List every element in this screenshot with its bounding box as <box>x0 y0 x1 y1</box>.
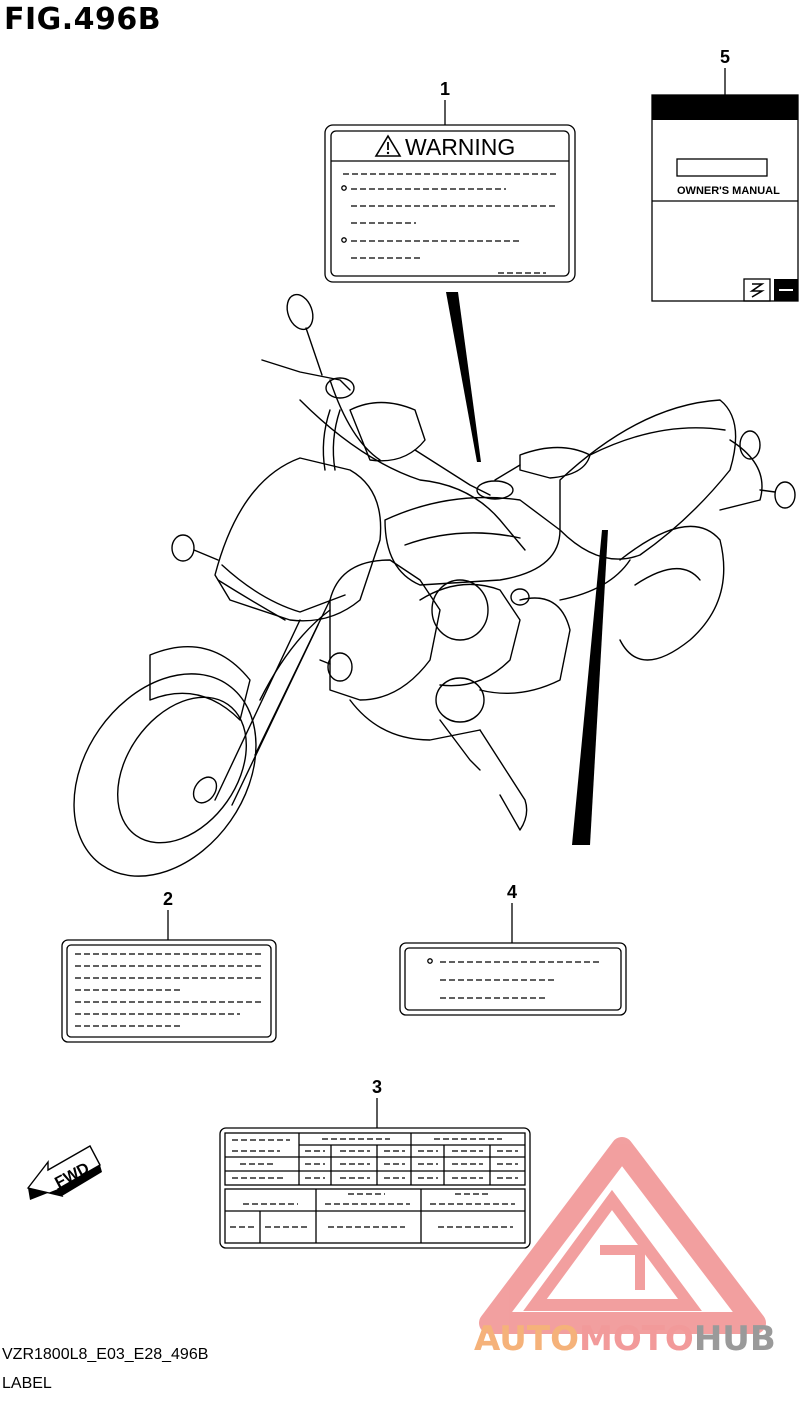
motorcycle-illustration <box>73 293 796 877</box>
figure-code: VZR1800L8_E03_E28_496B <box>2 1346 209 1363</box>
callout-1: 1 <box>440 79 450 99</box>
fwd-arrow-icon: FWD <box>26 1145 102 1200</box>
suzuki-logo-icon <box>743 278 771 302</box>
warning-label: WARNING <box>324 124 576 283</box>
warning-triangle-icon <box>374 134 402 157</box>
label-3-table <box>219 1127 531 1249</box>
callout-4: 4 <box>507 882 517 902</box>
callout-2: 2 <box>163 889 173 909</box>
callout-5: 5 <box>720 47 730 67</box>
owners-manual-title: OWNER'S MANUAL <box>677 185 780 197</box>
callout-3: 3 <box>372 1077 382 1097</box>
watermark-text: AUTOMOTOHUB <box>474 1319 776 1359</box>
warning-heading: WARNING <box>405 134 515 160</box>
watermark-hub: HUB <box>694 1319 776 1359</box>
label-4 <box>399 942 627 1016</box>
watermark-logo <box>479 1137 766 1334</box>
watermark-moto: MOTO <box>579 1319 694 1359</box>
label-2 <box>61 939 277 1043</box>
figure-name: LABEL <box>2 1375 52 1392</box>
owners-manual: OWNER'S MANUAL <box>651 94 799 302</box>
watermark-auto: AUTO <box>474 1319 579 1359</box>
figure-title: FIG.496B <box>4 2 162 37</box>
